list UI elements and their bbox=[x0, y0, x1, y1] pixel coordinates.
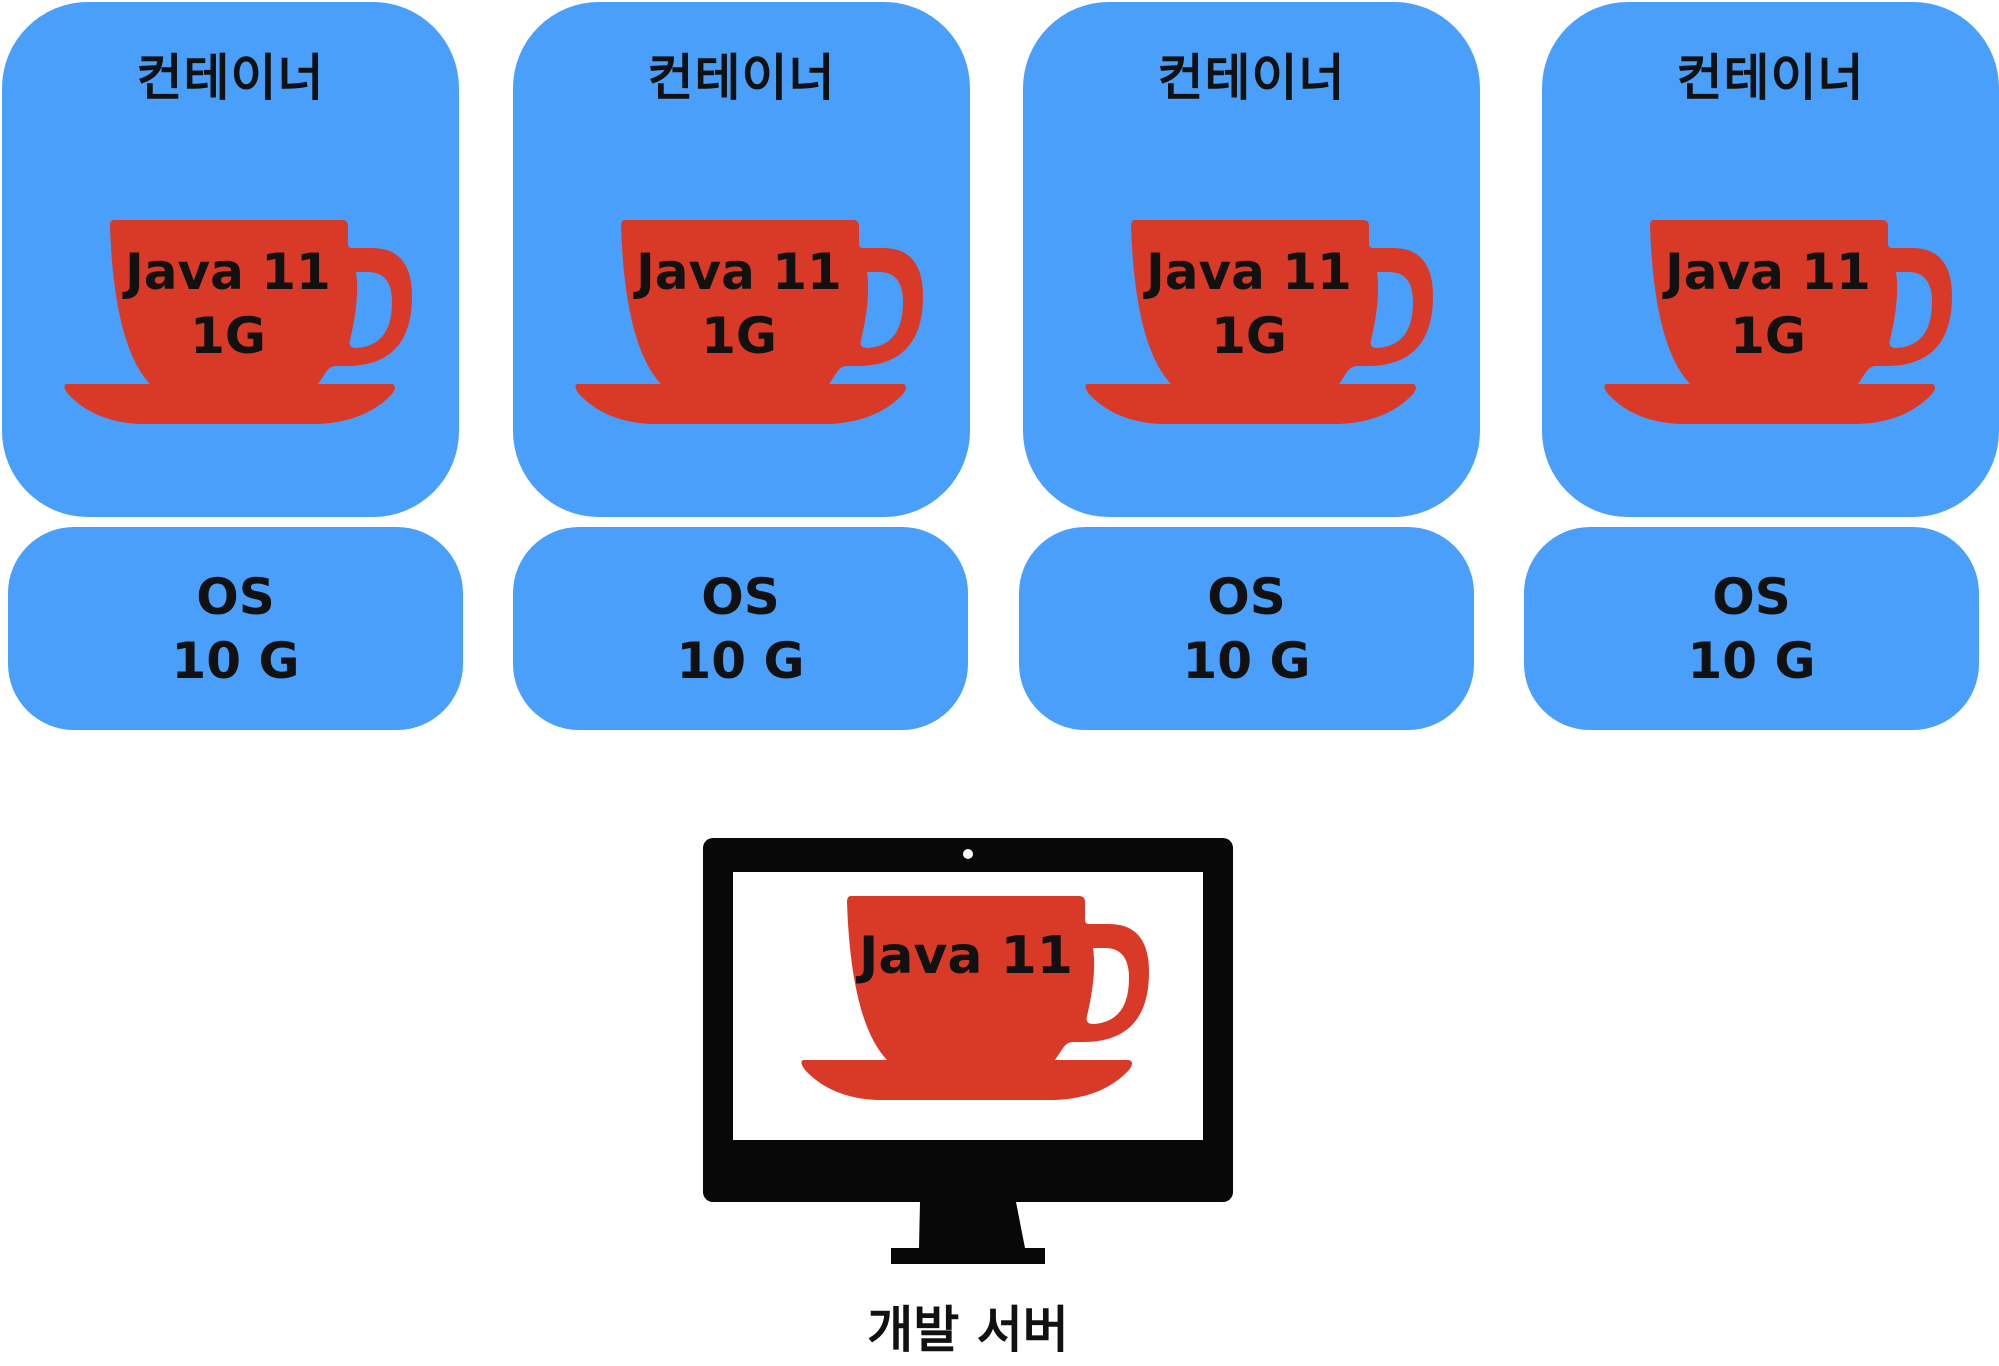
os-label: OS bbox=[1712, 568, 1791, 626]
memory-label: 1G bbox=[1211, 307, 1287, 365]
container-title: 컨테이너 bbox=[1676, 49, 1865, 107]
os-box: OS 10 G bbox=[1019, 527, 1474, 730]
server-java-label: Java 11 bbox=[859, 926, 1073, 986]
memory-label: 1G bbox=[190, 307, 266, 365]
os-box: OS 10 G bbox=[8, 527, 463, 730]
container-title: 컨테이너 bbox=[1157, 49, 1346, 107]
os-size-label: 10 G bbox=[1687, 632, 1816, 690]
java-version-label: Java 11 bbox=[636, 243, 842, 301]
os-box: OS 10 G bbox=[1524, 527, 1979, 730]
os-label: OS bbox=[1207, 568, 1286, 626]
memory-label: 1G bbox=[701, 307, 777, 365]
container-title: 컨테이너 bbox=[647, 49, 836, 107]
java-version-label: Java 11 bbox=[1665, 243, 1871, 301]
coffee-cup-icon bbox=[801, 896, 1149, 1100]
os-size-label: 10 G bbox=[171, 632, 300, 690]
os-size-label: 10 G bbox=[676, 632, 805, 690]
container-box: 컨테이너 Java 11 1G bbox=[513, 2, 970, 517]
container-title: 컨테이너 bbox=[136, 49, 325, 107]
java-version-label: Java 11 bbox=[125, 243, 331, 301]
memory-label: 1G bbox=[1730, 307, 1806, 365]
os-size-label: 10 G bbox=[1182, 632, 1311, 690]
container-box: 컨테이너 Java 11 1G bbox=[1023, 2, 1480, 517]
os-label: OS bbox=[701, 568, 780, 626]
java-version-label: Java 11 bbox=[1146, 243, 1352, 301]
container-box: 컨테이너 Java 11 1G bbox=[1542, 2, 1999, 517]
os-label: OS bbox=[196, 568, 275, 626]
container-box: 컨테이너 Java 11 1G bbox=[2, 2, 459, 517]
os-box: OS 10 G bbox=[513, 527, 968, 730]
server-label: 개발 서버 bbox=[867, 1301, 1069, 1359]
